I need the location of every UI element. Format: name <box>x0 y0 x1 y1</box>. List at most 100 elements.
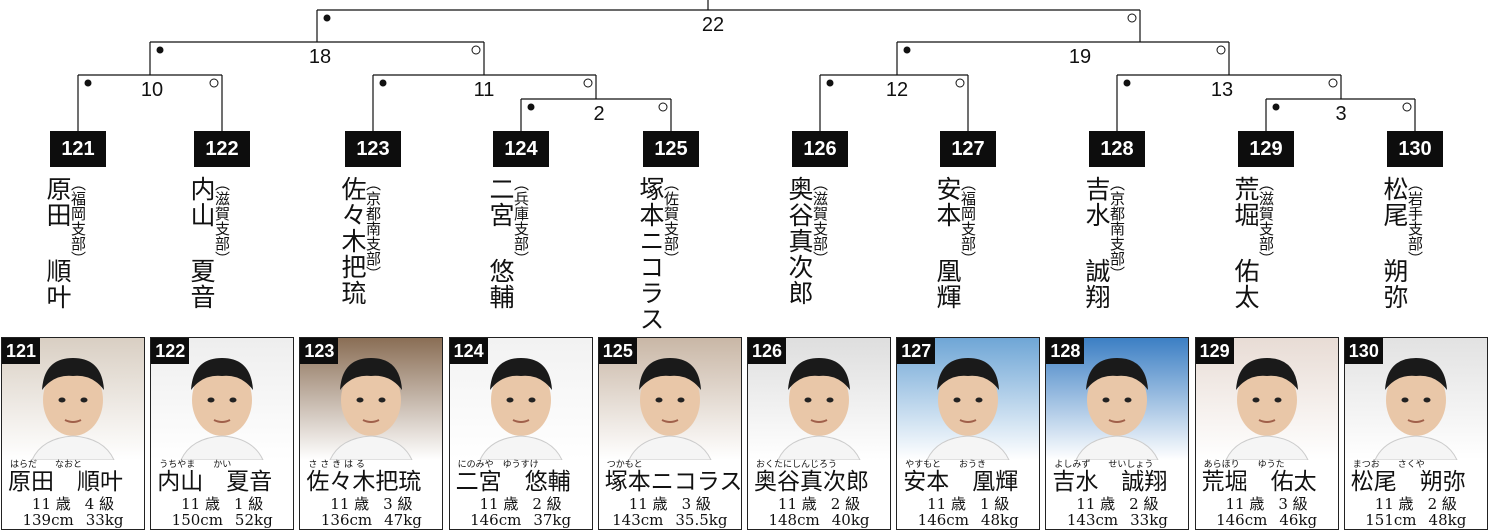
branch-label: （滋賀支部） <box>811 176 829 266</box>
player-name-vertical: 塚本ニコラス <box>636 176 665 332</box>
person-silhouette-icon <box>329 358 413 460</box>
entry-number-box: 128 <box>1089 131 1145 167</box>
name-reading: あらほり ゆうた <box>1203 460 1285 470</box>
loser-dot <box>471 45 481 55</box>
card-entry-number: 129 <box>1195 338 1234 364</box>
person-silhouette-icon <box>628 358 712 460</box>
age: 11 歳 <box>330 495 370 513</box>
weight: 37kg <box>533 511 572 529</box>
card-entry-number: 124 <box>449 338 488 364</box>
card-player-name: 松尾 朔弥 <box>1350 469 1466 495</box>
card-player-name: 荒堀 佑太 <box>1201 469 1317 495</box>
age-grade-line: 11 歳 2 級 <box>450 496 592 512</box>
height-weight-line: 143cm 33kg <box>1046 512 1188 528</box>
vertical-name-block: （岩手支部）松尾 朔弥 <box>1380 176 1425 310</box>
weight: 48kg <box>980 511 1019 529</box>
loser-dot <box>1328 78 1338 88</box>
vertical-name-block: （京都南支部）佐々木把琉 <box>338 176 383 306</box>
name-reading: にのみや ゆうすけ <box>457 460 539 470</box>
age: 11 歳 <box>479 495 519 513</box>
match-number-label: 22 <box>697 15 729 35</box>
card-entry-number: 121 <box>2 338 41 364</box>
weight: 33kg <box>85 511 124 529</box>
height: 150cm <box>171 511 223 529</box>
person-silhouette-icon <box>31 358 115 460</box>
player-name-vertical: 奥谷真次郎 <box>785 176 814 306</box>
player-photo <box>1195 338 1338 460</box>
player-name-vertical: 吉水 誠翔 <box>1082 176 1111 310</box>
loser-dot <box>583 78 593 88</box>
loser-dot <box>658 102 668 112</box>
match-number-label: 11 <box>469 80 499 100</box>
name-reading: よしみず せいしょう <box>1054 460 1154 470</box>
weight: 35.5kg <box>675 511 728 529</box>
loser-dot <box>1216 45 1226 55</box>
entry-number-box: 129 <box>1238 131 1294 167</box>
card-entry-number: 125 <box>598 338 637 364</box>
height: 146cm <box>917 511 969 529</box>
player-name-vertical: 佐々木把琉 <box>338 176 367 306</box>
name-reading: まつお さくや <box>1352 460 1425 470</box>
card-player-name: 二宮 悠輔 <box>455 469 571 495</box>
height-weight-line: 146cm 37kg <box>450 512 592 528</box>
branch-label: （佐賀支部） <box>662 176 680 266</box>
vertical-name-block: （福岡支部）原田 順叶 <box>43 176 88 310</box>
grade: 1 級 <box>233 495 264 513</box>
match-number-label: 3 <box>1331 104 1351 124</box>
player-name-vertical: 二宮 悠輔 <box>486 176 515 310</box>
vertical-name-block: （京都南支部）吉水 誠翔 <box>1082 176 1127 310</box>
name-reading: おくたにしんじろう <box>756 460 838 470</box>
vertical-name-block: （兵庫支部）二宮 悠輔 <box>486 176 531 310</box>
age: 11 歳 <box>628 495 668 513</box>
entry-number-box: 130 <box>1387 131 1443 167</box>
winner-dot <box>826 79 834 87</box>
entry-number-box: 122 <box>194 131 250 167</box>
weight: 46kg <box>1279 511 1318 529</box>
grade: 3 級 <box>1278 495 1308 513</box>
entry-number-box: 126 <box>792 131 848 167</box>
winner-dot <box>84 79 92 87</box>
card-player-name: 内山 夏音 <box>157 469 273 495</box>
age: 11 歳 <box>1374 495 1414 513</box>
entry-number-box: 123 <box>345 131 401 167</box>
entry-number-box: 124 <box>493 131 549 167</box>
card-entry-number: 127 <box>897 338 936 364</box>
winner-dot <box>527 103 535 111</box>
age: 11 歳 <box>927 495 966 513</box>
grade: 2 級 <box>532 495 562 513</box>
age: 11 歳 <box>777 495 817 513</box>
height: 143cm <box>1066 511 1119 529</box>
card-player-name: 佐々木把琉 <box>306 469 422 495</box>
height: 146cm <box>470 511 522 529</box>
match-number-label: 18 <box>304 47 336 67</box>
match-number-label: 10 <box>136 80 168 100</box>
weight: 33kg <box>1130 511 1168 529</box>
card-entry-number: 130 <box>1344 338 1383 364</box>
person-silhouette-icon <box>777 358 861 460</box>
card-player-name: 安本 凰輝 <box>903 469 1019 495</box>
player-name-vertical: 原田 順叶 <box>43 176 72 310</box>
person-silhouette-icon <box>479 358 563 460</box>
branch-label: （京都南支部） <box>1108 176 1126 281</box>
person-silhouette-icon <box>1374 358 1458 460</box>
branch-label: （福岡支部） <box>959 176 977 266</box>
entry-number-box: 125 <box>643 131 699 167</box>
grade: 2 級 <box>1427 495 1457 513</box>
winner-dot <box>903 46 911 54</box>
